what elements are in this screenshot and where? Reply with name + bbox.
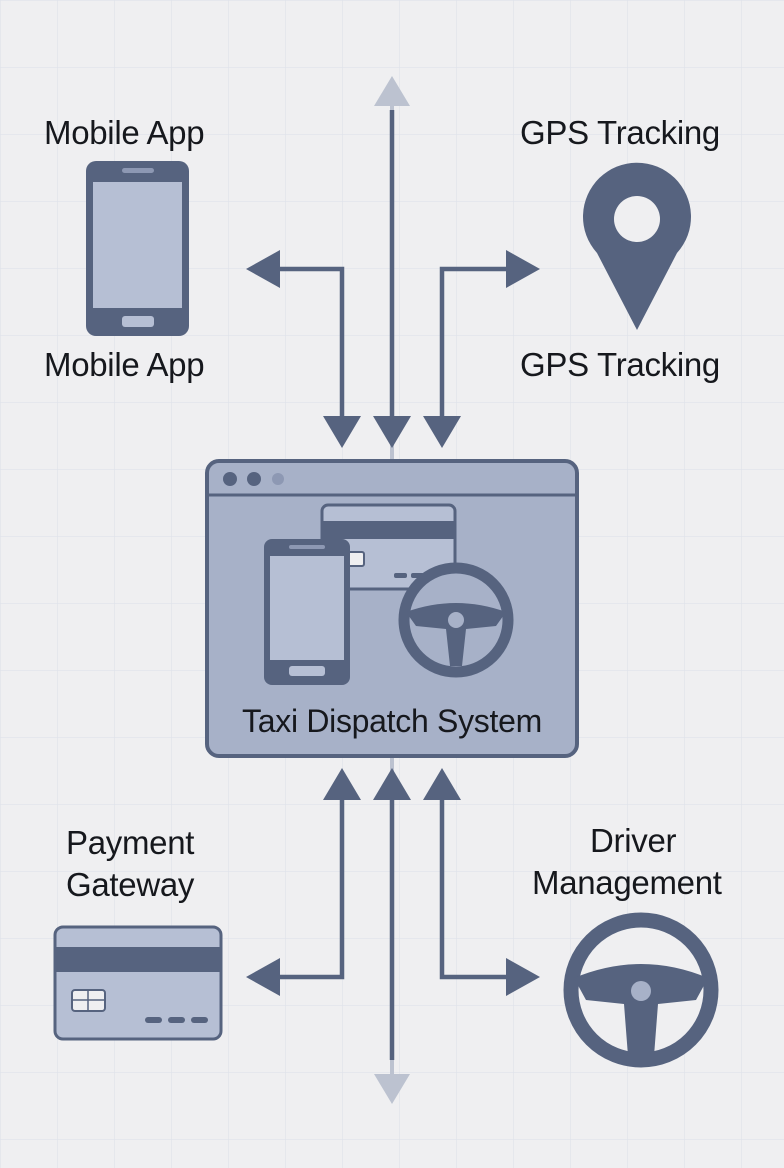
window-dot-3 bbox=[272, 473, 284, 485]
arrowhead-to-payment-gateway bbox=[246, 958, 280, 996]
arrowhead-to-center-right bbox=[423, 416, 461, 448]
mobile-app-title: Mobile App bbox=[44, 114, 205, 151]
arrowhead-to-mobile-app bbox=[246, 250, 280, 288]
connector-center-top bbox=[373, 110, 411, 448]
arrowhead-up-center-left bbox=[323, 768, 361, 800]
steering-wheel-icon bbox=[563, 912, 719, 1068]
arrowhead-to-driver-management bbox=[506, 958, 540, 996]
window-dot-1 bbox=[223, 472, 237, 486]
window-credit-card-icon bbox=[320, 503, 457, 591]
window-smartphone-icon bbox=[264, 539, 350, 685]
arrowhead-up-center-right bbox=[423, 768, 461, 800]
map-pin-icon bbox=[583, 162, 691, 330]
gps-tracking-title: GPS Tracking bbox=[520, 114, 720, 151]
payment-gateway-label-line2: Gateway bbox=[66, 866, 195, 903]
driver-management-label-line1: Driver bbox=[590, 822, 677, 859]
connector-driver-management bbox=[439, 796, 512, 980]
connector-center-bottom bbox=[373, 768, 411, 1060]
smartphone-icon bbox=[86, 161, 189, 336]
arrowhead-to-center-left bbox=[323, 416, 361, 448]
window-dot-2 bbox=[247, 472, 261, 486]
driver-management-label-line2: Management bbox=[532, 864, 722, 901]
center-system-title: Taxi Dispatch System bbox=[242, 703, 542, 739]
payment-gateway-label-line1: Payment bbox=[66, 824, 195, 861]
connector-gps-tracking bbox=[439, 266, 512, 420]
window-steering-wheel-icon bbox=[398, 562, 514, 678]
connector-mobile-app bbox=[272, 266, 345, 420]
mobile-app-caption: Mobile App bbox=[44, 346, 205, 383]
connector-payment-gateway bbox=[272, 796, 345, 980]
center-system-window bbox=[205, 459, 579, 758]
gps-tracking-caption: GPS Tracking bbox=[520, 346, 720, 383]
credit-card-icon bbox=[53, 925, 223, 1041]
arrowhead-to-gps-tracking bbox=[506, 250, 540, 288]
